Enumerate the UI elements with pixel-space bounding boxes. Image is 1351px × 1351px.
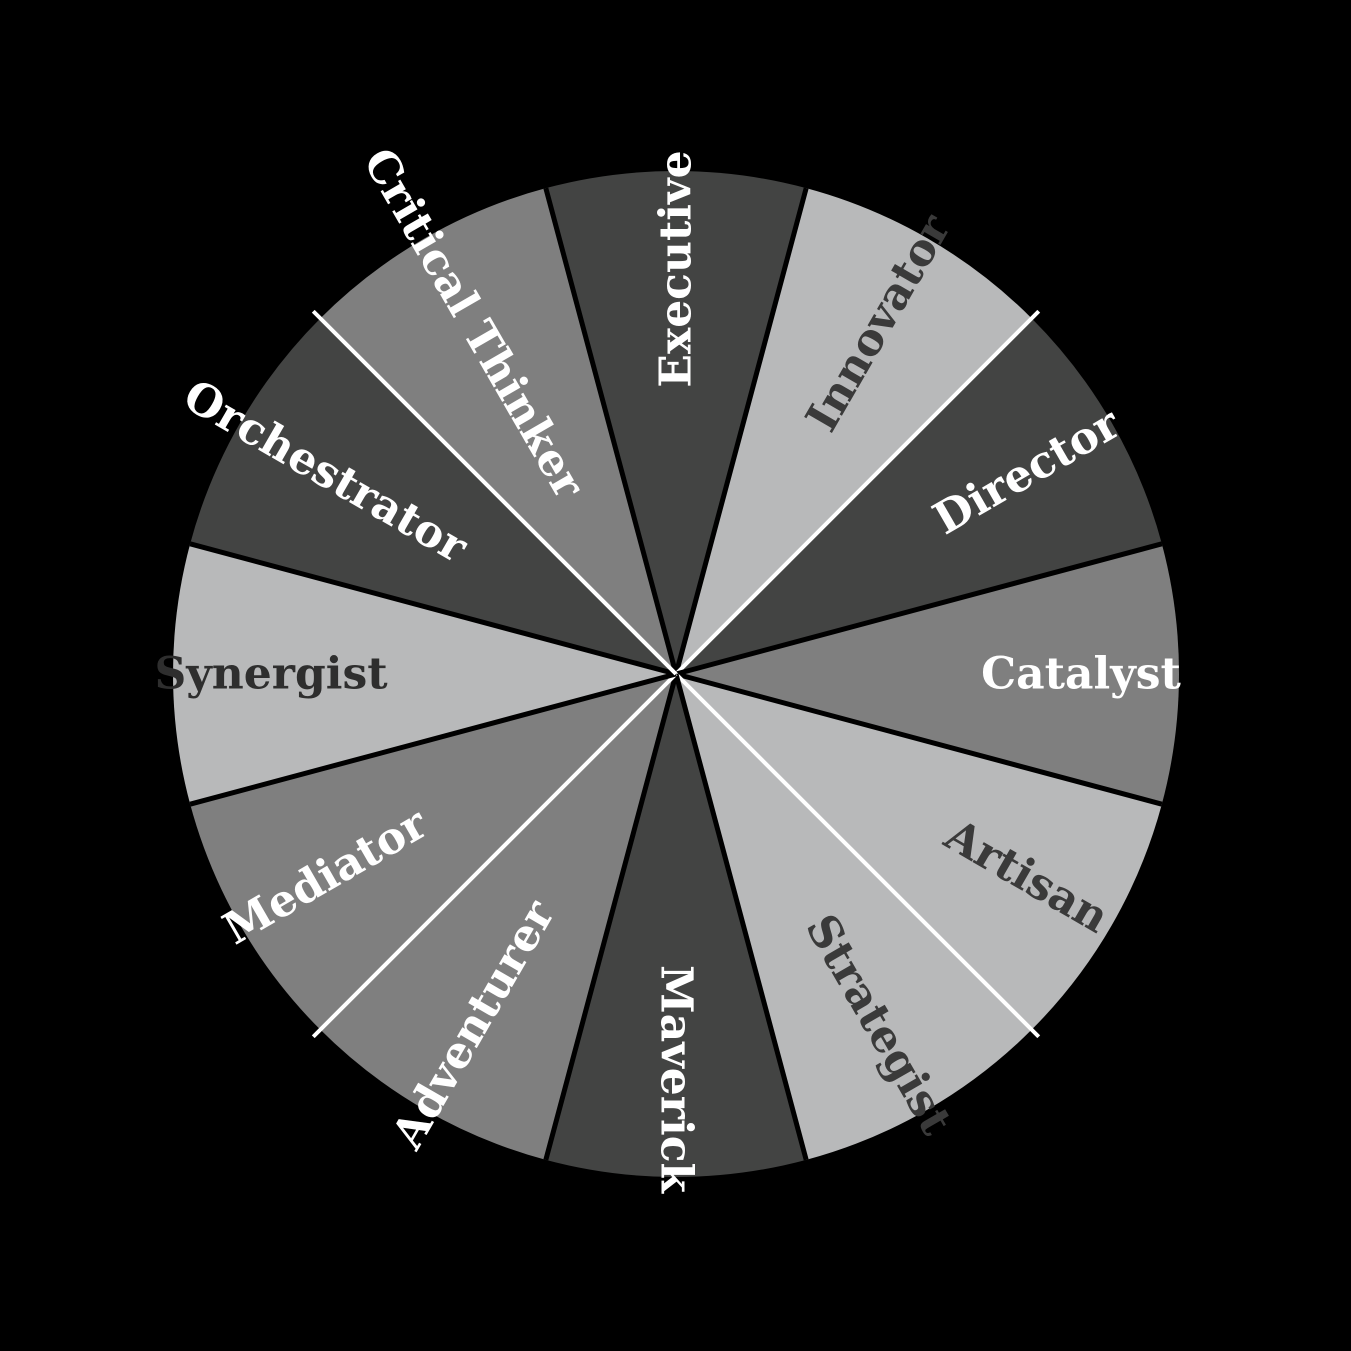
- label-synergist: Synergist: [154, 649, 388, 700]
- segment-adventurer: [320, 674, 676, 1160]
- divider-white: [311, 309, 678, 676]
- wheel-segments: [173, 171, 1179, 1177]
- segment-critical-thinker: [320, 188, 676, 674]
- segment-catalyst: [676, 543, 1179, 805]
- segment-maverick: [545, 674, 807, 1177]
- divider-black: [543, 673, 679, 1161]
- wheel-dividers: [189, 187, 1163, 1161]
- label-catalyst: Catalyst: [981, 649, 1181, 700]
- divider-black: [673, 673, 809, 1161]
- label-maverick: Maverick: [651, 965, 702, 1194]
- label-executive: Executive: [651, 150, 702, 387]
- divider-black: [189, 671, 677, 807]
- divider-black: [189, 541, 677, 677]
- segment-executive: [545, 171, 807, 674]
- segment-strategist: [676, 674, 1032, 1160]
- divider-black: [673, 187, 809, 675]
- segment-artisan: [676, 674, 1162, 1030]
- divider-white: [674, 672, 1041, 1039]
- divider-black: [675, 541, 1163, 677]
- divider-white: [311, 672, 678, 1039]
- divider-black: [543, 187, 679, 675]
- divider-white: [674, 309, 1041, 676]
- segment-synergist: [173, 543, 677, 805]
- segment-innovator: [676, 188, 1032, 674]
- divider-black: [675, 671, 1163, 807]
- segment-mediator: [190, 674, 676, 1030]
- segment-orchestrator: [190, 318, 676, 674]
- segment-director: [676, 318, 1162, 674]
